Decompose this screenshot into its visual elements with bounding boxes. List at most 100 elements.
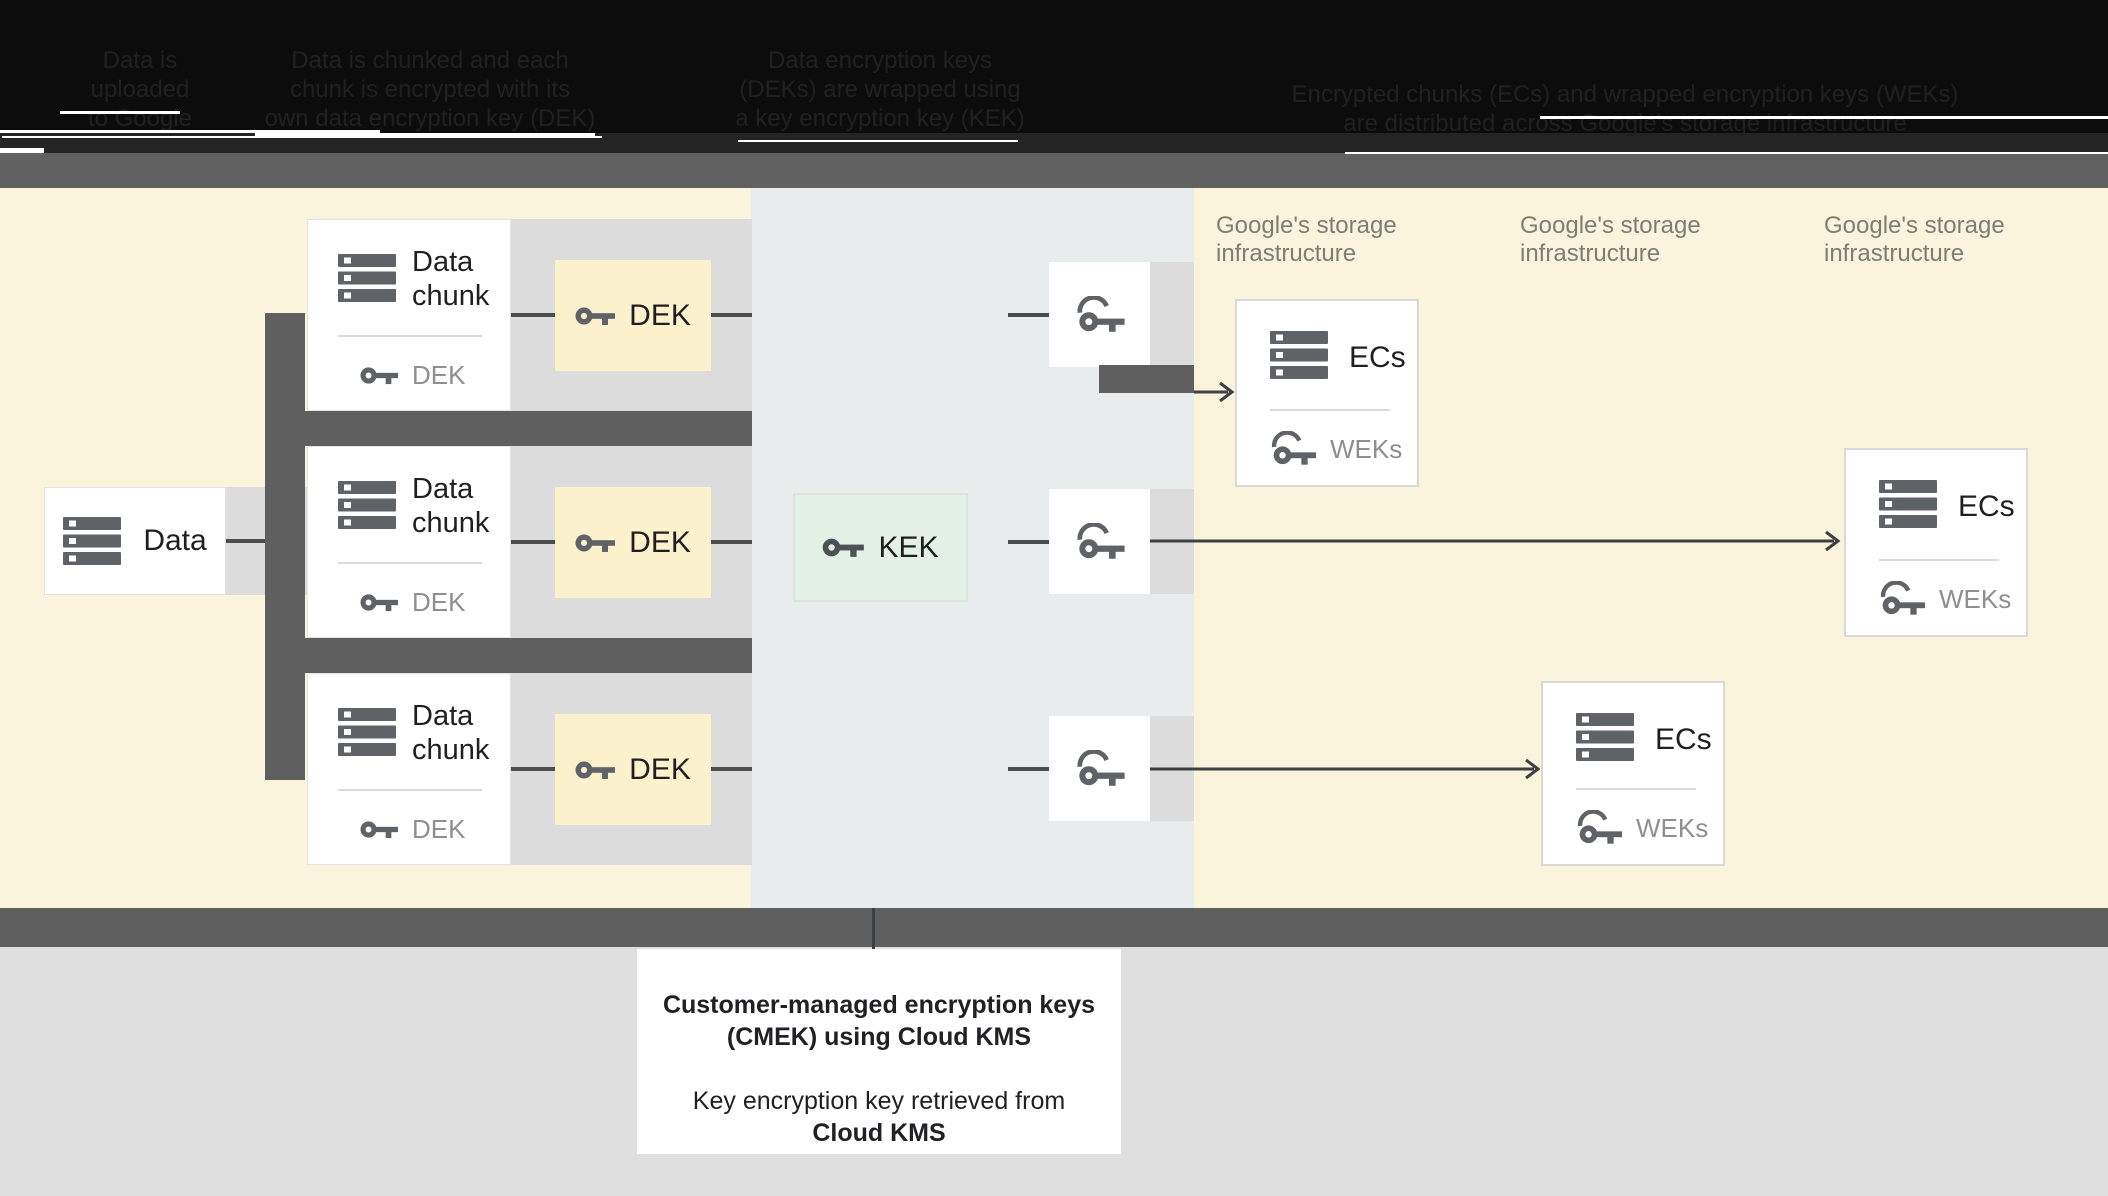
kek-box-label: KEK — [878, 530, 939, 564]
storage-label-3: Google's storage infrastructure — [1824, 212, 2054, 268]
bent-connector-bar — [1099, 365, 1194, 393]
storage-label-line: Google's storage — [1216, 212, 1397, 239]
chunk-title-line1: Data — [412, 473, 474, 505]
ec-weks-sublabel: WEKs — [1330, 433, 1403, 464]
chunk-dek-line — [511, 540, 555, 544]
header-underline — [60, 111, 180, 114]
dek-column-line — [711, 313, 752, 317]
ec-box: ECs WEKs — [1844, 448, 2028, 637]
data-chunk-box: Data chunk DEK — [307, 446, 511, 638]
row-divider-bar — [265, 411, 752, 446]
chunk-title-line1: Data — [412, 700, 474, 732]
header-line: uploaded — [90, 76, 190, 103]
kms-key-line — [1008, 540, 1049, 544]
chunk-divider — [338, 335, 482, 337]
header-line: a key encryption key (KEK) — [735, 105, 1025, 132]
storage-label-line: infrastructure — [1520, 240, 1661, 267]
chunk-dek-sublabel: DEK — [412, 587, 466, 617]
header-line: Data is chunked and each — [291, 47, 569, 74]
storage-label-1: Google's storage infrastructure — [1216, 212, 1446, 268]
dek-column-line — [711, 540, 752, 544]
key-icon — [360, 367, 398, 385]
caption-box: Customer-managed encryption keys (CMEK) … — [637, 949, 1121, 1154]
key-icon — [575, 534, 616, 552]
kms-key-line — [1008, 313, 1049, 317]
wrapped-key-icon — [1077, 295, 1125, 332]
kms-key-box — [1049, 716, 1150, 821]
header-line: (DEKs) are wrapped using — [739, 76, 1021, 103]
kms-key-line — [1008, 767, 1049, 771]
dek-box-label: DEK — [629, 525, 691, 559]
header-line: chunk is encrypted with its — [289, 76, 571, 103]
ec-box-label: ECs — [1655, 723, 1712, 756]
header-notch — [0, 148, 44, 153]
header-underline — [2, 136, 602, 138]
ec-divider — [1879, 559, 1999, 561]
header-band — [0, 0, 2108, 153]
header-line: are distributed across Google's storage … — [1343, 110, 1907, 137]
key-icon — [360, 821, 398, 839]
header-underline — [255, 133, 595, 136]
header-column-4: Encrypted chunks (ECs) and wrapped encry… — [1290, 80, 1960, 138]
chunk-divider — [338, 562, 482, 564]
header-line: Data encryption keys — [767, 47, 993, 74]
data-box: Data — [44, 487, 226, 595]
dek-box: DEK — [555, 260, 711, 371]
storage-label-line: Google's storage — [1824, 212, 2005, 239]
data-chunk-box: Data chunk DEK — [307, 219, 511, 411]
dek-box: DEK — [555, 714, 711, 825]
kms-key-track — [1150, 262, 1194, 367]
wrapped-key-icon — [1577, 810, 1622, 844]
data-chunk-box: Data chunk DEK — [307, 673, 511, 865]
wrapped-key-icon — [1880, 581, 1925, 615]
storage-label-line: infrastructure — [1824, 240, 1965, 267]
stacked-chunks-icon — [338, 708, 396, 756]
chunk-dek-sublabel: DEK — [412, 814, 466, 844]
header-line: Data is — [102, 47, 178, 74]
kek-box: KEK — [793, 493, 968, 602]
kms-key-box — [1049, 489, 1150, 594]
storage-label-2: Google's storage infrastructure — [1520, 212, 1750, 268]
data-box-label: Data — [143, 524, 207, 557]
storage-label-line: Google's storage — [1520, 212, 1701, 239]
data-stack-icon — [63, 517, 122, 565]
stacked-chunks-icon — [1879, 480, 1937, 528]
wrapped-key-icon — [1271, 431, 1316, 465]
chunk-dek-line — [511, 767, 555, 771]
ec-box-label: ECs — [1958, 490, 2015, 523]
chunk-title-line2: chunk — [412, 280, 490, 312]
stacked-chunks-icon — [338, 481, 396, 529]
stacked-chunks-icon — [1270, 331, 1328, 379]
header-underline — [1540, 116, 2108, 119]
chunk-dek-sublabel: DEK — [412, 360, 466, 390]
header-column-1: Data is uploaded to Google — [40, 46, 240, 133]
header-underline — [1345, 152, 2108, 154]
arrow-to-ecs-1 — [1194, 381, 1235, 403]
ec-box-label: ECs — [1349, 341, 1406, 374]
wrapped-key-icon — [1077, 749, 1125, 786]
key-icon — [823, 538, 865, 557]
key-icon — [575, 761, 616, 779]
ec-divider — [1576, 788, 1696, 790]
data-connector-line — [226, 539, 268, 543]
dek-column-line — [711, 767, 752, 771]
header-line: to Google — [87, 105, 193, 132]
ec-box: ECs WEKs — [1235, 299, 1419, 487]
storage-label-line: infrastructure — [1216, 240, 1357, 267]
caption-connector-line — [872, 908, 875, 950]
caption-body-bold: Cloud KMS — [812, 1119, 946, 1147]
ec-weks-sublabel: WEKs — [1636, 812, 1709, 843]
caption-title-line2: (CMEK) using Cloud KMS — [726, 1023, 1032, 1051]
chunk-dek-line — [511, 313, 555, 317]
chunk-title-line2: chunk — [412, 507, 490, 539]
chunk-divider — [338, 789, 482, 791]
top-gray-band — [0, 153, 2108, 188]
key-icon — [575, 307, 616, 325]
kms-key-box — [1049, 262, 1150, 367]
chunk-title-line1: Data — [412, 246, 474, 278]
stacked-chunks-icon — [1576, 713, 1634, 761]
bottom-gray-band — [0, 908, 2108, 947]
header-underline — [0, 130, 380, 133]
key-icon — [360, 594, 398, 612]
